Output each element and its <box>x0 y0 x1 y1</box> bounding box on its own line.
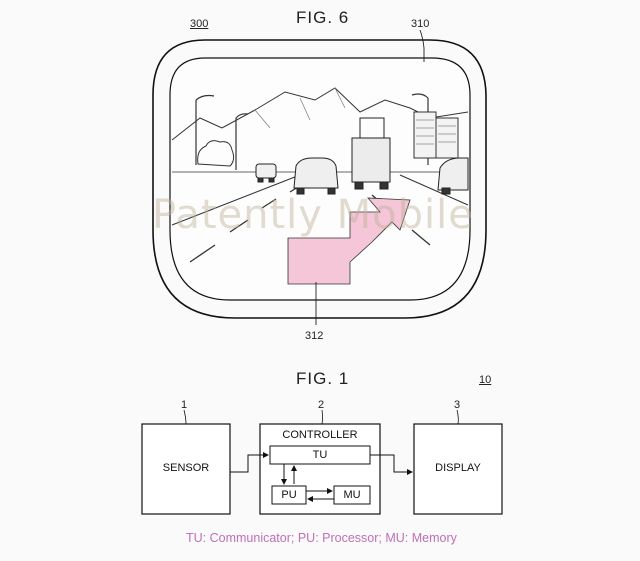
arrow-sensor-to-tu <box>230 452 269 473</box>
ref-310: 310 <box>411 18 430 30</box>
sensor-box <box>141 423 231 515</box>
ref-10: 10 <box>479 374 492 386</box>
fig1-title: FIG. 1 <box>296 369 350 388</box>
fig6-title: FIG. 6 <box>296 8 350 27</box>
ref-312: 312 <box>305 330 324 342</box>
leader-1 <box>183 409 187 425</box>
car-center <box>293 157 339 195</box>
navigation-arrow <box>287 197 411 285</box>
ref-2: 2 <box>318 399 325 411</box>
mountains <box>171 87 469 141</box>
mu-label: MU <box>343 489 361 501</box>
pu-box <box>271 485 307 505</box>
arrow-tu-to-display <box>370 454 413 475</box>
road-left-edge <box>171 174 301 226</box>
tu-label: TU <box>312 449 328 461</box>
truck <box>351 117 391 190</box>
pu-label: PU <box>281 489 297 501</box>
display-box <box>413 423 503 515</box>
ref-300: 300 <box>190 18 209 30</box>
controller-label: CONTROLLER <box>282 429 358 441</box>
ref-3: 3 <box>454 399 461 411</box>
road-right-edge <box>399 174 469 206</box>
ref-1: 1 <box>181 399 188 411</box>
buildings <box>413 111 459 159</box>
watermark-text: Patently Mobile <box>152 192 474 238</box>
mu-box <box>333 485 371 505</box>
leader-2 <box>321 409 323 425</box>
sensor-label: SENSOR <box>162 462 210 474</box>
display-frame-outer <box>152 39 487 319</box>
display-label: DISPLAY <box>435 462 481 474</box>
car-right <box>437 157 469 195</box>
car-far-left <box>255 163 277 183</box>
leader-310 <box>419 29 425 62</box>
leader-3 <box>456 409 459 425</box>
legend-caption: TU: Communicator; PU: Processor; MU: Mem… <box>186 531 457 545</box>
bush <box>197 140 235 167</box>
